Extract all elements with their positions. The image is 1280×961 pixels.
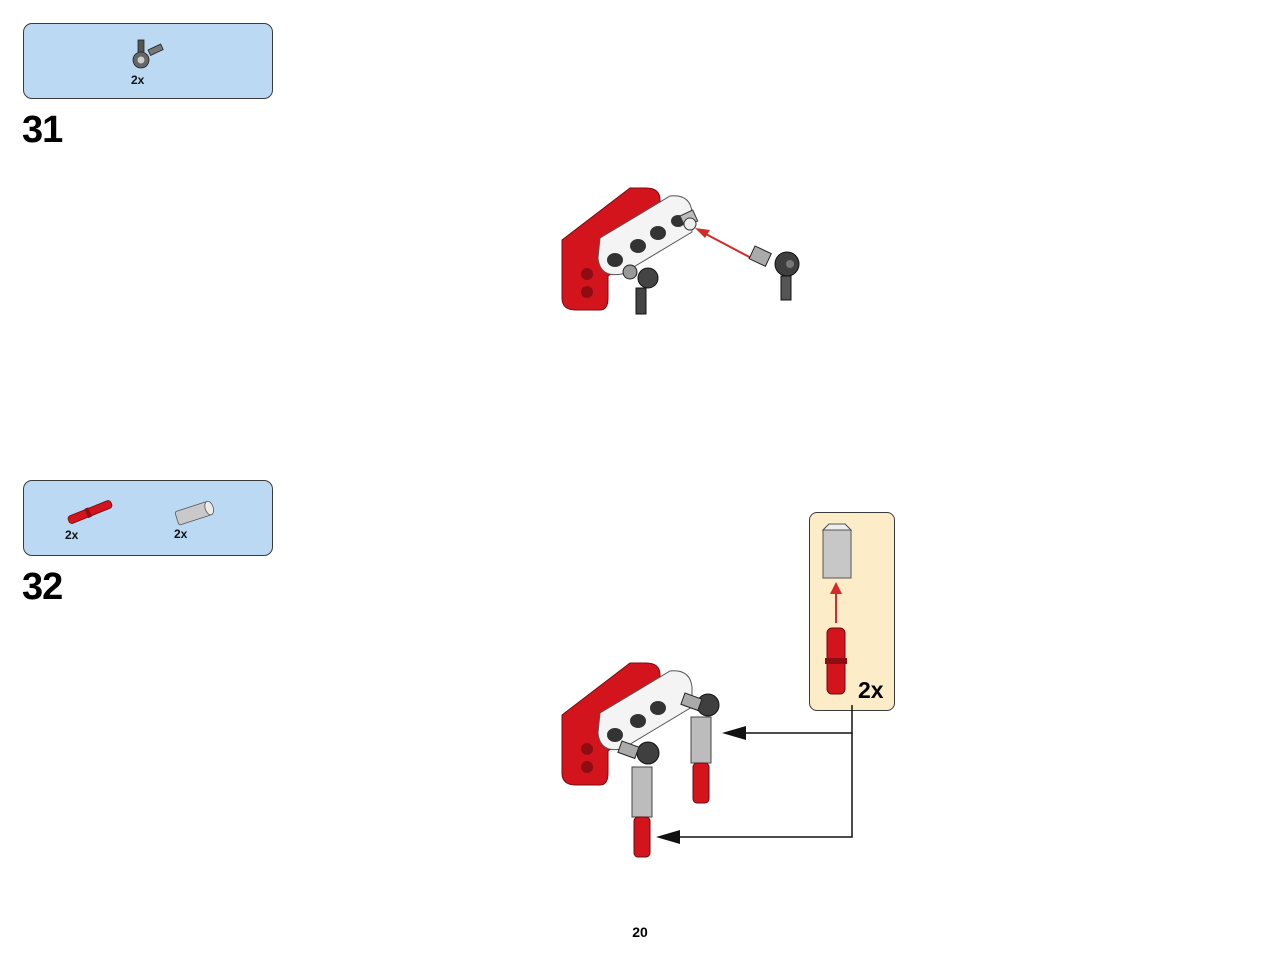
part-qty: 2x [65,528,79,542]
gray-bushing-icon [174,500,214,526]
step-32-assembly [561,662,720,858]
axle-connector-icon [132,39,164,69]
step-32-parts-box: 2x 2x [23,480,273,556]
part-qty: 2x [131,73,145,87]
subassembly-qty: 2x [858,677,884,703]
step-number: 31 [22,109,63,151]
step-number: 32 [22,566,63,608]
subassembly-parts [821,523,853,695]
red-pin-icon [67,500,113,524]
part-qty: 2x [174,527,188,541]
step-31-parts-box: 2x [23,23,273,99]
callout-arrows [656,705,853,844]
page-number: 20 [632,924,648,940]
step-31-assembly [561,187,800,315]
